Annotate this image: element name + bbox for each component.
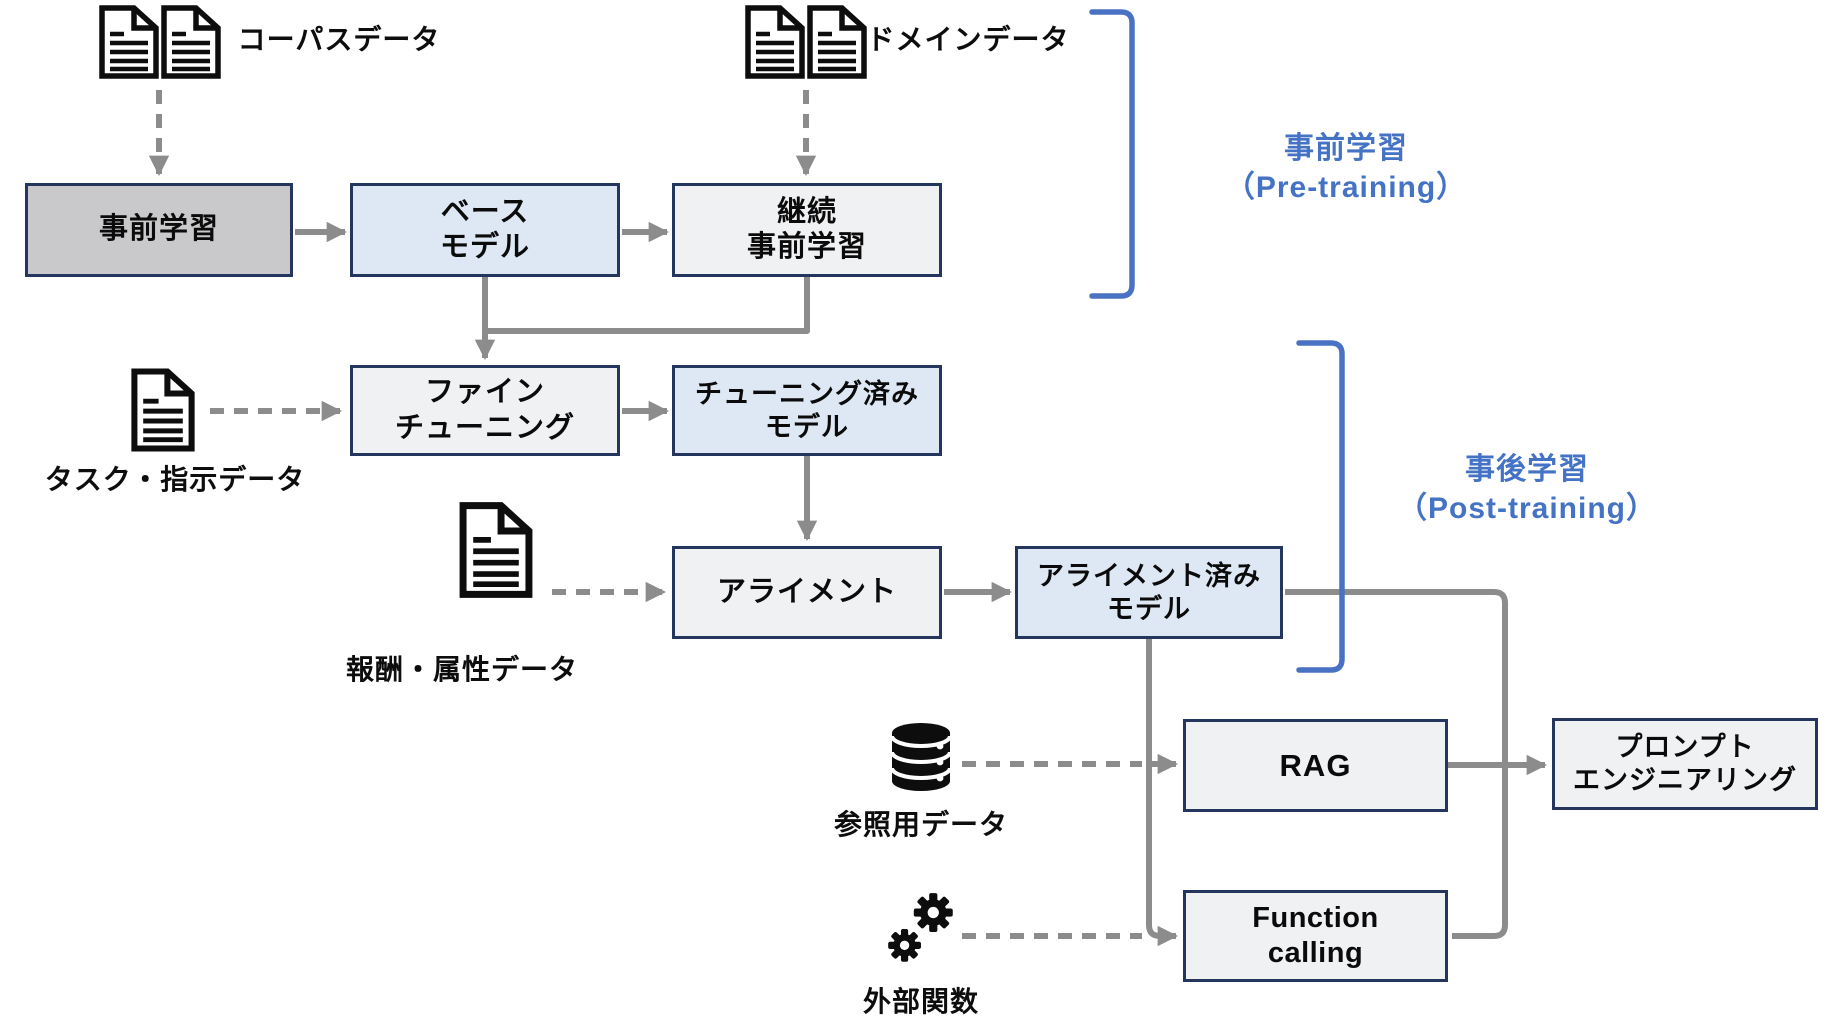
documents-icon <box>745 5 867 79</box>
node-pretrain: 事前学習 <box>25 183 293 277</box>
label-reward-data: 報酬・属性データ <box>345 654 579 685</box>
label-corpus-data: コーパスデータ <box>237 24 441 55</box>
node-label: 継続 <box>776 195 837 228</box>
node-label: チューニング <box>394 411 575 444</box>
node-label: アライメント <box>716 575 897 608</box>
node-label: アライメント済み <box>1037 560 1261 591</box>
document-icon <box>131 368 195 452</box>
node-alignment: アライメント <box>672 546 942 639</box>
stage-label-en: （Post-training） <box>1397 492 1657 525</box>
node-label: Function <box>1252 901 1379 934</box>
node-label: プロンプト <box>1615 732 1755 763</box>
arrow-aligned-to-functioncalling <box>1146 639 1179 947</box>
node-label: モデル <box>439 231 530 263</box>
node-label: ベース <box>440 195 530 228</box>
documents-icon <box>99 5 221 79</box>
stage-label-jp: 事前学習 <box>1283 132 1408 165</box>
label-domain-data: ドメインデータ <box>866 24 1070 55</box>
node-label: ファイン <box>424 376 545 409</box>
label-reference-data: 参照用データ <box>833 809 1009 840</box>
node-label: 事前学習 <box>98 213 219 246</box>
line-aligned-functioncalling-loop <box>1285 589 1508 939</box>
node-base-model: ベース モデル <box>350 183 620 277</box>
node-tuned-model: チューニング済み モデル <box>672 365 942 456</box>
node-prompt-engineering: プロンプト エンジニアリング <box>1552 718 1818 810</box>
stage-label-jp: 事後学習 <box>1465 453 1589 486</box>
posttraining-stage-label: 事後学習 （Post-training） <box>1397 450 1657 528</box>
database-icon <box>890 723 952 791</box>
node-label: モデル <box>765 411 849 442</box>
gears-icon <box>888 893 953 962</box>
node-label: calling <box>1267 937 1364 969</box>
label-external-functions: 外部関数 <box>862 986 980 1017</box>
node-label: RAG <box>1279 747 1352 783</box>
node-label: モデル <box>1107 593 1191 624</box>
node-label: エンジニアリング <box>1573 765 1797 795</box>
node-function-calling: Function calling <box>1183 890 1448 982</box>
document-icon <box>459 502 533 598</box>
node-label: チューニング済み <box>695 378 919 409</box>
line-continual-loopback <box>485 277 810 334</box>
stage-label-en: （Pre-training） <box>1224 171 1468 204</box>
label-task-data: タスク・指示データ <box>44 464 306 495</box>
node-aligned-model: アライメント済み モデル <box>1015 546 1283 639</box>
node-rag: RAG <box>1183 719 1448 812</box>
node-finetune: ファイン チューニング <box>350 365 620 456</box>
node-label: 事前学習 <box>746 231 867 263</box>
posttraining-bracket <box>1296 340 1345 673</box>
node-continual-pretrain: 継続 事前学習 <box>672 183 942 277</box>
pretraining-stage-label: 事前学習 （Pre-training） <box>1225 129 1467 207</box>
pretraining-bracket <box>1089 9 1135 299</box>
